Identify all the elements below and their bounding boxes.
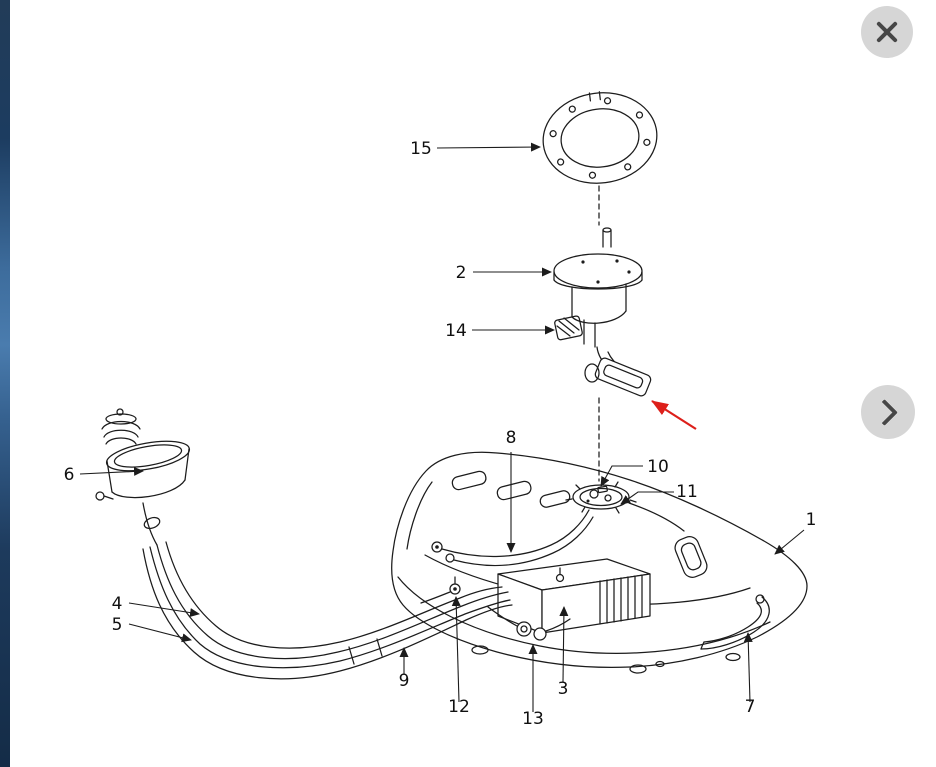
callout-leaders [79, 142, 805, 712]
valve-fitting [420, 576, 461, 604]
canister-valve [487, 606, 571, 641]
part-label-6: 6 [64, 465, 75, 485]
part-labels: 15 2 14 6 8 10 11 1 4 5 9 12 13 3 7 [64, 139, 817, 729]
tank-fitting [445, 553, 455, 563]
part-label-11: 11 [676, 482, 698, 502]
vent-hose [700, 596, 770, 650]
leader-3 [559, 606, 569, 683]
part-label-7: 7 [745, 697, 756, 717]
close-button[interactable] [861, 6, 913, 58]
fuel-pump-assembly [553, 227, 652, 397]
canister-assembly [487, 558, 651, 641]
pump-filter-foot [594, 357, 652, 397]
part-label-9: 9 [399, 671, 410, 691]
part-label-15: 15 [410, 139, 432, 159]
chevron-right-icon [871, 398, 898, 426]
part-label-5: 5 [112, 615, 123, 635]
tank-recess [451, 470, 487, 491]
highlight-arrow [651, 400, 697, 430]
leader-7 [743, 632, 753, 703]
leader-10 [600, 465, 643, 487]
leader-11 [620, 491, 674, 505]
leader-15 [436, 142, 541, 152]
part-label-13: 13 [522, 709, 544, 729]
feed-line [453, 516, 594, 567]
part-label-14: 14 [445, 321, 467, 341]
tank-pump-opening [565, 481, 637, 514]
fuel-tank [391, 451, 808, 674]
part-label-10: 10 [647, 457, 669, 477]
leader-12 [451, 596, 461, 703]
page-edge-strip [0, 0, 10, 767]
tank-recess [496, 480, 532, 501]
close-icon [873, 18, 901, 46]
part-label-3: 3 [558, 679, 569, 699]
leader-4 [128, 602, 200, 618]
tank-fitting [431, 541, 443, 553]
feed-line [441, 509, 590, 558]
tank-recess [674, 536, 708, 578]
tank-recess [680, 542, 702, 571]
tank-fitting [755, 594, 765, 604]
part-label-1: 1 [806, 510, 817, 530]
pump-connector [554, 315, 583, 341]
part-label-2: 2 [456, 263, 467, 283]
next-button[interactable] [861, 385, 915, 439]
lock-ring [542, 91, 658, 184]
part-label-4: 4 [112, 594, 123, 614]
leader-1 [774, 529, 805, 555]
leader-6 [79, 466, 144, 476]
part-label-8: 8 [506, 428, 517, 448]
fuel-lines [142, 502, 513, 680]
part-label-12: 12 [448, 697, 470, 717]
filler-neck-assembly [95, 408, 191, 530]
tank-recess [539, 490, 571, 508]
leader-5 [128, 623, 192, 643]
